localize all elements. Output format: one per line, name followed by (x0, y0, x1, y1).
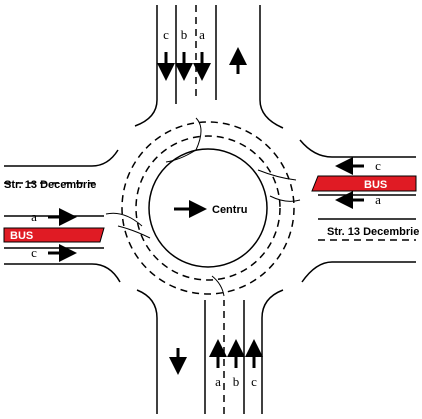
street-label-west: Str. 13 Decembrie (4, 179, 96, 191)
north-lane-c-label: c (163, 27, 169, 42)
east-lane-c-label: c (375, 158, 381, 173)
east-lane-a-label: a (375, 192, 381, 207)
trajectory-curves (105, 117, 301, 297)
west-lane-a-label: a (31, 209, 37, 224)
bus-lane-east (311, 175, 417, 192)
south-lane-b-label: b (233, 374, 240, 389)
road-outlines (4, 5, 416, 414)
center-label: Centru (212, 204, 247, 216)
south-lane-c-label: c (251, 374, 257, 389)
south-lane-a-label: a (215, 374, 221, 389)
street-label-east: Str. 13 Decembrie (327, 226, 419, 238)
bus-label-east: BUS (364, 179, 387, 191)
bus-lane-west (3, 227, 105, 243)
west-lane-c-label: c (31, 245, 37, 260)
north-lane-a-label: a (199, 27, 205, 42)
north-lane-b-label: b (181, 27, 188, 42)
lane-arrows (48, 47, 364, 375)
bus-label-west: BUS (10, 230, 33, 242)
lane-markings (4, 5, 416, 414)
